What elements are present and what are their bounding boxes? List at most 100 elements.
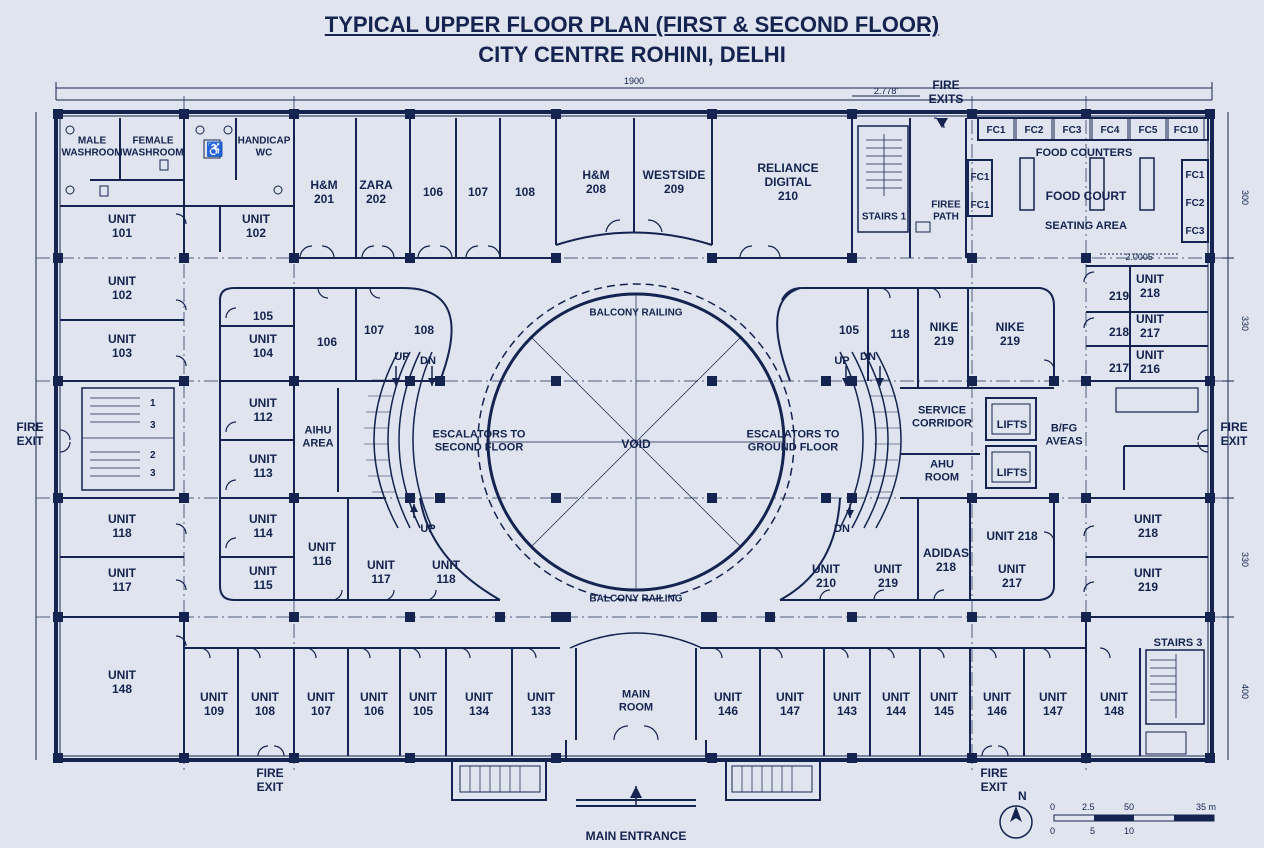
outer-wall-inner bbox=[59, 115, 1209, 757]
food-side-left-label: FC1 bbox=[971, 172, 990, 183]
column bbox=[1205, 612, 1215, 622]
column bbox=[847, 493, 857, 503]
room-label-u115: 115 bbox=[253, 578, 273, 592]
column bbox=[551, 376, 561, 386]
room-label-u108: UNIT bbox=[251, 690, 280, 704]
column bbox=[707, 376, 717, 386]
room-label-u210: UNIT bbox=[812, 562, 841, 576]
column bbox=[1081, 376, 1091, 386]
room-label-u134: 134 bbox=[469, 704, 489, 718]
food-counter-box bbox=[1129, 117, 1167, 141]
column bbox=[707, 753, 717, 763]
room-label-u218a: 218 bbox=[1140, 286, 1160, 300]
stair-num-4: 3 bbox=[150, 468, 156, 479]
room-label-main-room: ROOM bbox=[619, 701, 653, 713]
room-label-male-wc: MALE bbox=[78, 136, 107, 147]
room-label-u148a: 148 bbox=[112, 682, 132, 696]
room-label-u116: UNIT bbox=[308, 540, 337, 554]
column bbox=[179, 376, 189, 386]
room-label-dn-r2: DN bbox=[834, 523, 850, 535]
room-label-food-counters: FOOD COUNTERS bbox=[1036, 147, 1133, 159]
room-label-u112: 112 bbox=[253, 410, 273, 424]
room-label-u102a: UNIT bbox=[242, 212, 271, 226]
column bbox=[1081, 253, 1091, 263]
room-label-dn-l1: DN bbox=[420, 355, 436, 367]
room-label-u218a: UNIT bbox=[1136, 272, 1165, 286]
room-label-u113: UNIT bbox=[249, 452, 278, 466]
room-label-u147a: UNIT bbox=[776, 690, 805, 704]
room-label-u146b: UNIT bbox=[983, 690, 1012, 704]
food-side-right-label: FC1 bbox=[1186, 170, 1205, 181]
room-label-r118: 118 bbox=[890, 327, 910, 341]
room-label-rd210: RELIANCE bbox=[757, 161, 818, 175]
room-label-hm208: 208 bbox=[586, 182, 606, 196]
room-label-dn-r1: DN bbox=[860, 351, 876, 363]
column bbox=[821, 376, 831, 386]
room-label-u143: 143 bbox=[837, 704, 857, 718]
column bbox=[289, 109, 299, 119]
column bbox=[1205, 376, 1215, 386]
room-label-u145: 145 bbox=[934, 704, 954, 718]
room-label-u109: 109 bbox=[204, 704, 224, 718]
room-label-r105: 105 bbox=[839, 323, 859, 337]
room-label-u102a: 102 bbox=[246, 226, 266, 240]
column bbox=[1049, 376, 1059, 386]
food-side-counter-right bbox=[1181, 159, 1209, 243]
room-label-u102b: 102 bbox=[112, 288, 132, 302]
room-label-u134: UNIT bbox=[465, 690, 494, 704]
column bbox=[707, 109, 717, 119]
room-label-u118w: 118 bbox=[112, 526, 132, 540]
column bbox=[1081, 612, 1091, 622]
column bbox=[1205, 753, 1215, 763]
room-label-nike219a: NIKE bbox=[930, 320, 959, 334]
room-label-fire-exit-br: FIRE bbox=[980, 766, 1007, 780]
column bbox=[551, 253, 561, 263]
dimension-overall: 1900 bbox=[624, 76, 644, 86]
room-label-u148b: UNIT bbox=[1100, 690, 1129, 704]
room-label-u219c: 219 bbox=[878, 576, 898, 590]
column bbox=[179, 753, 189, 763]
stair-num-3: 2 bbox=[150, 450, 156, 461]
room-label-stairs1: STAIRS 1 bbox=[862, 212, 907, 223]
column bbox=[53, 253, 63, 263]
column bbox=[179, 493, 189, 503]
room-label-esc-right: ESCALATORS TO bbox=[747, 428, 840, 440]
room-label-nike219b: NIKE bbox=[996, 320, 1025, 334]
structural-columns bbox=[53, 109, 1215, 763]
room-label-u147b: 147 bbox=[1043, 704, 1063, 718]
dimension-side-2: 330 bbox=[1240, 316, 1250, 331]
column bbox=[707, 493, 717, 503]
column bbox=[707, 253, 717, 263]
right-stairs-block bbox=[1115, 387, 1199, 413]
room-label-u118c: 118 bbox=[436, 572, 456, 586]
room-label-hm201: H&M bbox=[310, 178, 337, 192]
column bbox=[1081, 753, 1091, 763]
food-side-counter-left bbox=[967, 159, 993, 217]
room-label-u117w: 117 bbox=[112, 580, 132, 594]
room-label-u104: 104 bbox=[253, 346, 273, 360]
handicap-icon: ♿ bbox=[203, 139, 223, 159]
room-label-t106: 106 bbox=[423, 185, 443, 199]
column bbox=[1205, 253, 1215, 263]
room-label-food-court: FOOD COURT bbox=[1046, 189, 1127, 203]
column bbox=[847, 109, 857, 119]
room-label-u105: UNIT bbox=[409, 690, 438, 704]
column bbox=[967, 109, 977, 119]
svg-text:♿: ♿ bbox=[206, 141, 223, 158]
left-stairs-block bbox=[81, 387, 175, 491]
room-label-esc-left: ESCALATORS TO bbox=[433, 428, 526, 440]
room-label-fire-path: FIREE bbox=[931, 200, 961, 211]
room-label-fire-path: PATH bbox=[933, 212, 959, 223]
room-label-u133: 133 bbox=[531, 704, 551, 718]
room-label-u102b: UNIT bbox=[108, 274, 137, 288]
room-label-u216: UNIT bbox=[1136, 348, 1165, 362]
room-label-t108: 108 bbox=[515, 185, 535, 199]
food-counter-label: FC1 bbox=[987, 125, 1006, 136]
column bbox=[53, 376, 63, 386]
food-side-right-label: FC2 bbox=[1186, 198, 1205, 209]
room-label-lifts1: LIFTS bbox=[997, 419, 1028, 431]
column bbox=[405, 109, 415, 119]
room-label-l107: 107 bbox=[364, 323, 384, 337]
room-label-u101: 101 bbox=[112, 226, 132, 240]
